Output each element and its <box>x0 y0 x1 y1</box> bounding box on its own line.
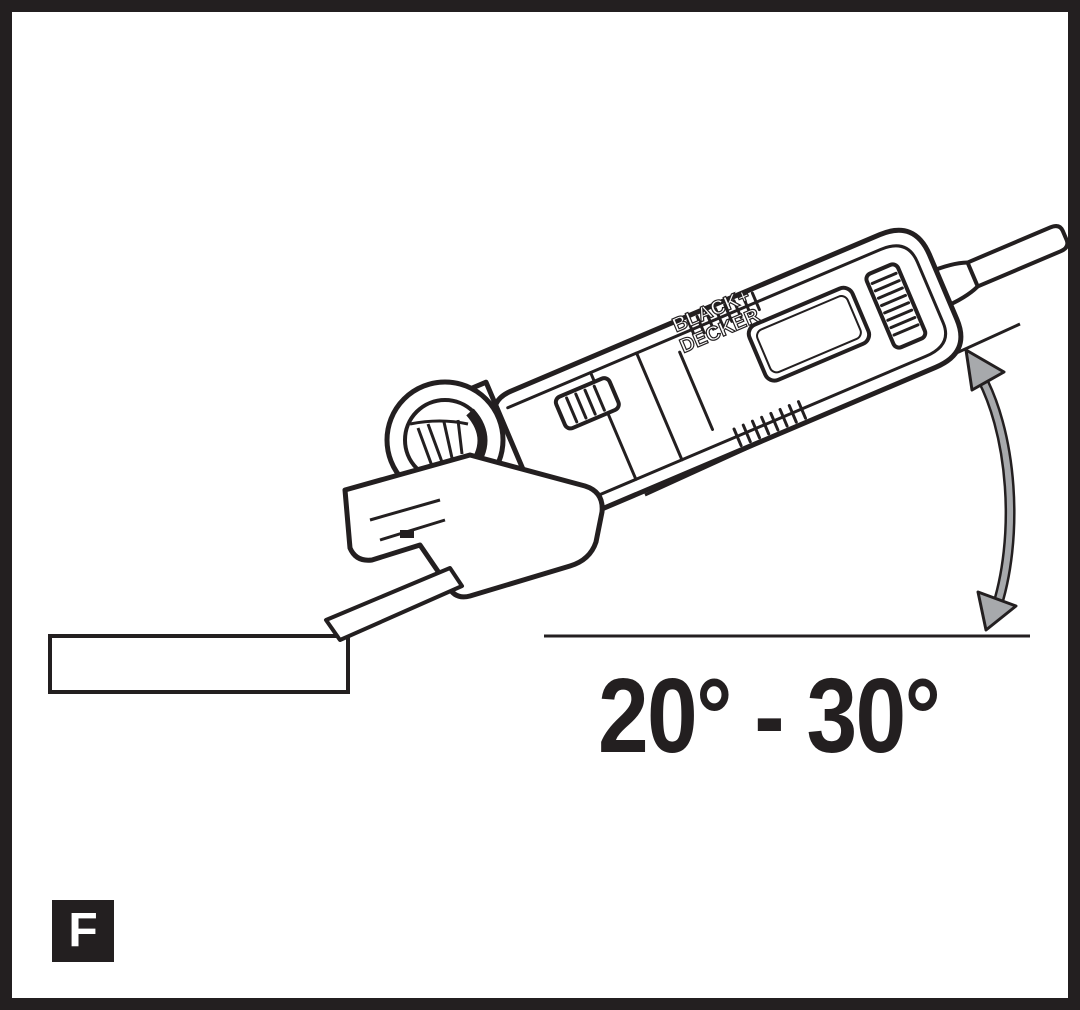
workpiece <box>48 634 350 694</box>
wheel-guard <box>342 452 605 600</box>
double-arrow-icon <box>964 348 1018 632</box>
panel-letter-badge: F <box>52 900 114 962</box>
grinding-disc <box>324 566 464 642</box>
angle-label: 20° - 30° <box>598 657 941 775</box>
